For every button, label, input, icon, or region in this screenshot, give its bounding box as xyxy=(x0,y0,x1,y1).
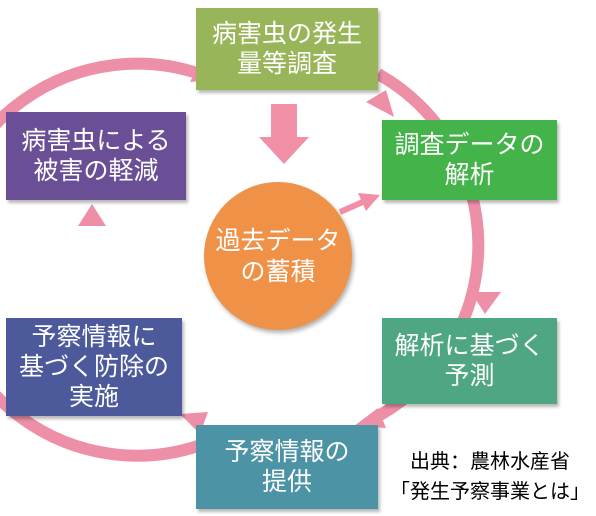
step-damage-line1: 病害虫による xyxy=(21,126,171,155)
center-to-analysis-arrow xyxy=(338,193,380,215)
center-line1: 過去データ xyxy=(215,225,341,255)
step-damage: 病害虫による 被害の軽減 xyxy=(6,112,186,200)
source-citation: 出典：農林水産省 「発生予察事業とは」 xyxy=(388,446,592,506)
step-survey: 病害虫の発生 量等調査 xyxy=(196,8,378,90)
center-line2: の蓄積 xyxy=(240,257,316,286)
step-control-line2: 基づく防除の xyxy=(18,352,169,381)
cycle-arrowhead-to-forecast xyxy=(471,292,501,314)
cycle-arrowhead-to-analysis xyxy=(366,90,394,117)
source-line2: 「発生予察事業とは」 xyxy=(390,479,590,503)
center-data-accumulation: 過去データ の蓄積 xyxy=(204,182,352,330)
step-analysis-line2: 解析 xyxy=(444,160,495,189)
step-control-line1: 予察情報に xyxy=(31,322,157,351)
step-provide: 予察情報の 提供 xyxy=(196,425,378,509)
center-to-analysis-arrowhead xyxy=(358,193,380,211)
step-survey-line1: 病害虫の発生 xyxy=(211,19,362,48)
step-forecast-line1: 解析に基づく xyxy=(394,331,545,360)
step-provide-line2: 提供 xyxy=(261,467,312,496)
step-analysis-line1: 調査データの xyxy=(394,130,545,159)
center-to-analysis-shaft xyxy=(338,198,367,215)
cycle-ring-arc-left xyxy=(0,57,202,462)
step-survey-line2: 量等調査 xyxy=(236,49,337,78)
cycle-arrowhead-to-damage xyxy=(78,204,106,226)
step-damage-line2: 被害の軽減 xyxy=(33,156,159,185)
down-arrow-survey-to-center xyxy=(259,104,309,164)
step-control: 予察情報に 基づく防除の 実施 xyxy=(6,318,182,416)
step-analysis: 調査データの 解析 xyxy=(382,120,557,200)
step-forecast-line2: 予測 xyxy=(444,361,495,390)
step-control-line3: 実施 xyxy=(68,382,119,411)
source-line1: 出典：農林水産省 xyxy=(410,449,570,473)
cycle-arrowhead-to-provide xyxy=(354,408,386,428)
step-forecast: 解析に基づく 予測 xyxy=(382,318,557,404)
step-provide-line1: 予察情報の xyxy=(224,437,350,466)
